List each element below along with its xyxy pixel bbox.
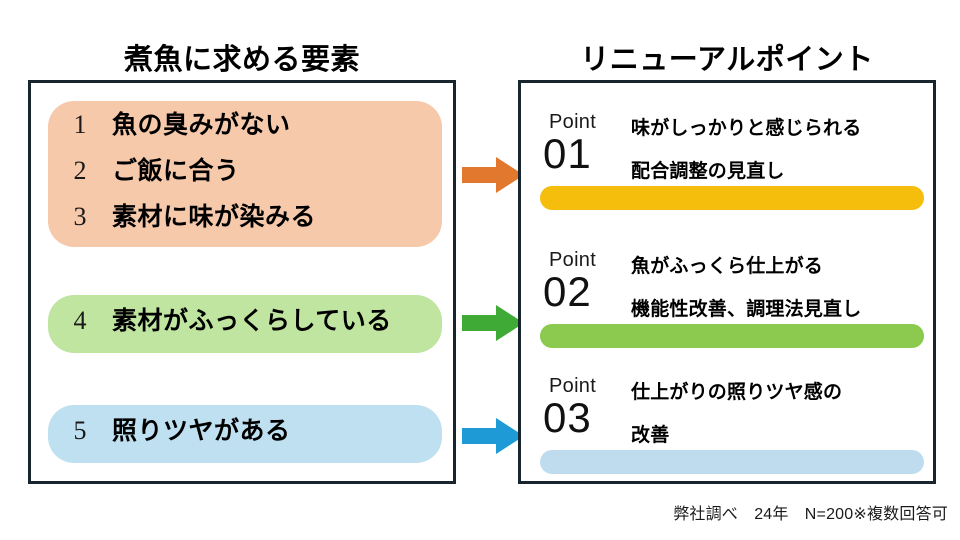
point-label: Point — [549, 111, 597, 133]
point-line-2: 改善 — [631, 425, 670, 446]
list-item-number: 1 — [73, 110, 87, 139]
arrow-right-icon-orange — [462, 155, 524, 195]
point-label: Point — [549, 249, 597, 271]
list-item-label: 魚の臭みがない — [112, 111, 291, 139]
list-item: 1 魚の臭みがない — [48, 105, 442, 151]
point-line-1: 仕上がりの照りツヤ感の — [631, 382, 843, 403]
point-highlight-bar — [540, 324, 924, 348]
point-number: 01 — [543, 130, 592, 177]
arrow-right-icon-green — [462, 303, 524, 343]
point-text: 仕上がりの照りツヤ感の 改善 — [631, 383, 921, 445]
list-item: 3 素材に味が染みる — [48, 197, 442, 243]
point-line-1: 味がしっかりと感じられる — [631, 118, 862, 139]
list-item-number: 4 — [73, 306, 87, 335]
point-highlight-bar — [540, 450, 924, 474]
list-item-label: 照りツヤがある — [112, 417, 291, 445]
list-group-flavor: 1 魚の臭みがない 2 ご飯に合う 3 素材に味が染みる — [48, 101, 442, 247]
list-item-label: 素材がふっくらしている — [112, 307, 392, 335]
right-panel-frame: Point 01 味がしっかりと感じられる 配合調整の見直し Point 02 … — [518, 80, 936, 484]
point-line-1: 魚がふっくら仕上がる — [631, 256, 824, 277]
source-footnote: 弊社調べ 24年 N=200※複数回答可 — [673, 506, 948, 523]
point-label: Point — [549, 375, 597, 397]
list-item-label: 素材に味が染みる — [112, 203, 317, 231]
list-item: 2 ご飯に合う — [48, 151, 442, 197]
point-text: 味がしっかりと感じられる 配合調整の見直し — [631, 119, 921, 181]
list-item-number: 2 — [73, 156, 87, 185]
left-panel-title: 煮魚に求める要素 — [123, 44, 360, 76]
list-item: 5 照りツヤがある — [48, 411, 442, 457]
point-line-2: 機能性改善、調理法見直し — [631, 299, 862, 320]
list-item-label: ご飯に合う — [112, 157, 240, 185]
point-block-02: Point 02 魚がふっくら仕上がる 機能性改善、調理法見直し — [521, 249, 933, 367]
list-item: 4 素材がふっくらしている — [48, 301, 442, 347]
point-block-01: Point 01 味がしっかりと感じられる 配合調整の見直し — [521, 111, 933, 229]
list-item-number: 3 — [73, 202, 87, 231]
point-line-2: 配合調整の見直し — [631, 161, 785, 182]
list-item-number: 5 — [73, 416, 87, 445]
point-highlight-bar — [540, 186, 924, 210]
point-number: 03 — [543, 394, 592, 441]
point-text: 魚がふっくら仕上がる 機能性改善、調理法見直し — [631, 257, 921, 319]
right-panel-title: リニューアルポイント — [580, 44, 874, 76]
list-group-gloss: 5 照りツヤがある — [48, 405, 442, 463]
arrow-right-icon-blue — [462, 416, 524, 456]
list-group-texture: 4 素材がふっくらしている — [48, 295, 442, 353]
left-panel-frame: 1 魚の臭みがない 2 ご飯に合う 3 素材に味が染みる 4 素材がふっくらして… — [28, 80, 456, 484]
point-number: 02 — [543, 268, 592, 315]
point-block-03: Point 03 仕上がりの照りツヤ感の 改善 — [521, 375, 933, 493]
